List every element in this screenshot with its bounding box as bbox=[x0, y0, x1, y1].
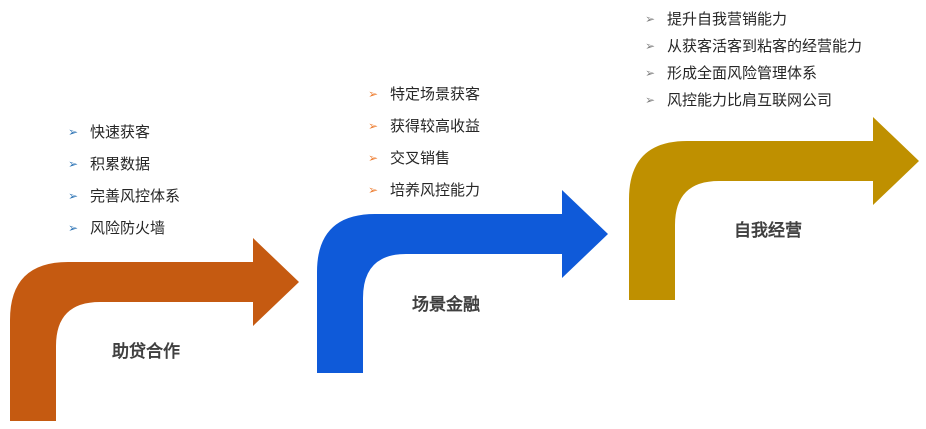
stage-3-bullet-list: ➢ 提升自我营销能力 ➢ 从获客活客到粘客的经营能力 ➢ 形成全面风险管理体系 ➢ 风控… bbox=[645, 9, 862, 117]
stage-2-bullet-list: ➢ 特定场景获客 ➢ 获得较高收益 ➢ 交叉销售 ➢ 培养风控能力 bbox=[368, 84, 480, 212]
chevron-right-icon: ➢ bbox=[368, 183, 379, 197]
stage-1-bullet-list: ➢ 快速获客 ➢ 积累数据 ➢ 完善风控体系 ➢ 风险防火墙 bbox=[68, 122, 180, 250]
chevron-right-icon: ➢ bbox=[645, 66, 656, 80]
list-item-text: 培养风控能力 bbox=[390, 181, 481, 199]
list-item-text: 积累数据 bbox=[90, 155, 151, 173]
list-item-text: 完善风控体系 bbox=[90, 187, 181, 205]
list-item: ➢ 快速获客 bbox=[68, 122, 180, 154]
list-item: ➢ 培养风控能力 bbox=[368, 180, 480, 212]
list-item: ➢ 积累数据 bbox=[68, 154, 180, 186]
list-item: ➢ 提升自我营销能力 bbox=[645, 9, 862, 36]
list-item-text: 特定场景获客 bbox=[390, 85, 481, 103]
list-item: ➢ 特定场景获客 bbox=[368, 84, 480, 116]
chevron-right-icon: ➢ bbox=[368, 87, 379, 101]
stage-1-label: 助贷合作 bbox=[112, 342, 180, 362]
list-item-text: 获得较高收益 bbox=[390, 117, 481, 135]
list-item: ➢ 获得较高收益 bbox=[368, 116, 480, 148]
stage-3-label: 自我经营 bbox=[734, 221, 802, 241]
stage-1-arrow bbox=[10, 238, 299, 421]
chevron-right-icon: ➢ bbox=[368, 151, 379, 165]
list-item: ➢ 风险防火墙 bbox=[68, 218, 180, 250]
stage-2-label: 场景金融 bbox=[412, 295, 480, 315]
chevron-right-icon: ➢ bbox=[68, 189, 79, 203]
list-item-text: 风险防火墙 bbox=[90, 219, 166, 237]
chevron-right-icon: ➢ bbox=[368, 119, 379, 133]
stage-2-arrow bbox=[317, 190, 608, 373]
chevron-right-icon: ➢ bbox=[645, 93, 656, 107]
list-item: ➢ 完善风控体系 bbox=[68, 186, 180, 218]
chevron-right-icon: ➢ bbox=[645, 39, 656, 53]
list-item-text: 交叉销售 bbox=[390, 149, 451, 167]
stage-3-arrow bbox=[629, 117, 919, 300]
list-item: ➢ 从获客活客到粘客的经营能力 bbox=[645, 36, 862, 63]
list-item: ➢ 交叉销售 bbox=[368, 148, 480, 180]
list-item-text: 风控能力比肩互联网公司 bbox=[667, 91, 833, 109]
chevron-right-icon: ➢ bbox=[68, 125, 79, 139]
list-item-text: 提升自我营销能力 bbox=[667, 10, 788, 28]
list-item: ➢ 风控能力比肩互联网公司 bbox=[645, 90, 862, 117]
list-item-text: 形成全面风险管理体系 bbox=[667, 64, 818, 82]
chevron-right-icon: ➢ bbox=[645, 12, 656, 26]
list-item-text: 快速获客 bbox=[90, 123, 151, 141]
list-item-text: 从获客活客到粘客的经营能力 bbox=[667, 37, 863, 55]
chevron-right-icon: ➢ bbox=[68, 221, 79, 235]
list-item: ➢ 形成全面风险管理体系 bbox=[645, 63, 862, 90]
chevron-right-icon: ➢ bbox=[68, 157, 79, 171]
